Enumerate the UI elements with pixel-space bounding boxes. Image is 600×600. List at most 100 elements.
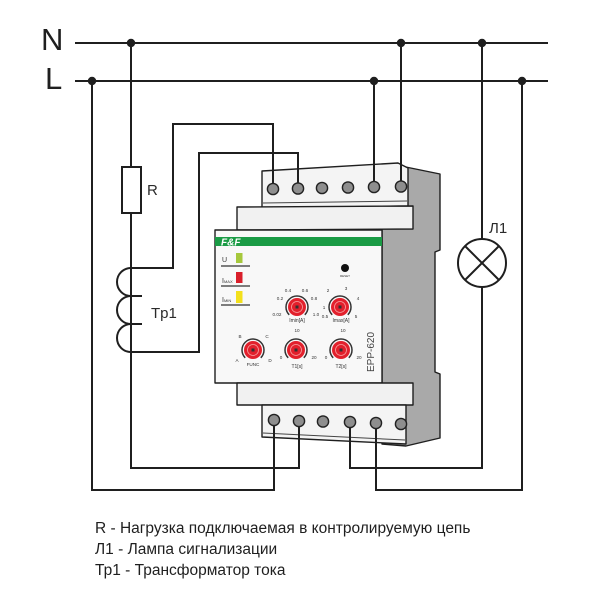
dial-func [241, 338, 265, 359]
junction-dot [126, 38, 136, 48]
imin-scale-4: 0.8 [311, 296, 318, 301]
legend-item-resistor: R - Нагрузка подключаемая в контролируем… [95, 520, 470, 537]
junction-dot [396, 38, 406, 48]
reset-button [341, 264, 349, 272]
led-imin [236, 291, 243, 303]
imin-scale-3: 0.6 [302, 288, 309, 293]
junction-dot [517, 76, 527, 86]
t1-scale-mid: 10 [294, 328, 300, 333]
indicator-imax-letter: I [222, 278, 224, 285]
terminal-screw [343, 415, 357, 429]
model-label: EPP-620 [366, 332, 377, 372]
indicator-imin-label: IMIN [222, 297, 231, 304]
t2-scale-mid: 10 [340, 328, 346, 333]
wire-l-to-bottom-terminal-5 [375, 81, 523, 491]
top-block-lip [262, 200, 408, 204]
bottom-terminal-block [261, 404, 407, 445]
lower-band [236, 382, 414, 406]
indicator-imax-sub: MAX [224, 279, 233, 284]
current-transformer-coil [116, 267, 132, 353]
led-u [236, 253, 243, 263]
dial-scale-arc [285, 295, 309, 316]
reset-label: RESET [340, 274, 350, 278]
imin-scale-1: 0.2 [277, 296, 284, 301]
indicator-imin-letter: I [222, 297, 224, 304]
func-scale-b: B [238, 334, 241, 339]
t2-label: T2[s] [335, 364, 347, 370]
lamp-label: Л1 [489, 220, 507, 237]
t1-scale-max: 20 [311, 355, 317, 360]
func-scale-d: D [268, 358, 272, 363]
resistor-symbol [121, 166, 142, 214]
dial-t2 [329, 338, 353, 359]
dial-pointer [339, 348, 343, 352]
legend-item-lamp: Л1 - Лампа сигнализации [95, 541, 277, 558]
indicator-imax-label: IMAX [222, 278, 233, 285]
imax-scale-2: 2 [327, 288, 330, 293]
imax-label: Imax[A] [333, 318, 351, 324]
imax-scale-3: 3 [345, 286, 348, 291]
t1-scale-min: 0 [280, 355, 283, 360]
bottom-block-lip [262, 432, 406, 441]
brand-logo: F&F [221, 238, 241, 249]
junction-dot [477, 38, 487, 48]
t2-scale-max: 20 [356, 355, 362, 360]
func-scale-a: A [235, 358, 239, 363]
func-label: FUNC [247, 362, 260, 367]
resistor-label: R [147, 182, 158, 199]
legend-item-transformer: Тр1 - Трансформатор тока [95, 562, 286, 579]
t1-label: T1[s] [291, 364, 303, 370]
terminal-screw [341, 181, 355, 194]
imin-scale-5: 1.0 [313, 312, 320, 317]
terminal-screw [394, 180, 408, 193]
dial-knob-ring [291, 301, 303, 313]
terminal-screw [315, 181, 329, 195]
indicator-imin-sub: MIN [224, 298, 231, 303]
legend: R - Нагрузка подключаемая в контролируем… [95, 520, 470, 579]
wire-ct-to-top-terminal-1 [131, 123, 274, 269]
indicator-imin: IMIN [221, 291, 250, 306]
indicator-u-label: U [222, 257, 227, 264]
dial-scale-arc [329, 338, 353, 359]
lamp-cross [464, 245, 500, 281]
terminal-screw [394, 417, 408, 431]
wire-n-load-to-bottom-terminal-2 [130, 43, 300, 469]
dial-knob-ring [247, 344, 259, 356]
terminal-screw [367, 180, 381, 194]
terminal-screw [316, 415, 330, 428]
wire-ct-to-top-terminal-2 [131, 152, 299, 353]
imin-scale-2: 0.4 [285, 288, 292, 293]
dial-pointer [295, 305, 299, 309]
led-imax [236, 272, 243, 283]
bottom-terminals [267, 413, 408, 431]
terminal-screw [266, 182, 280, 196]
relay-device: F&F U IMAX IMIN RESET 0.02 [214, 162, 441, 447]
indicator-imax: IMAX [221, 272, 250, 287]
signal-lamp [457, 238, 507, 288]
func-scale-c: C [265, 334, 269, 339]
dial-scale-arc [241, 338, 265, 359]
terminal-screw [292, 414, 306, 428]
dial-imin [285, 295, 309, 316]
dial-pointer [338, 305, 342, 309]
dial-knob-ring [335, 344, 347, 356]
upper-band [236, 205, 414, 231]
imax-scale-5: 5 [355, 314, 358, 319]
junction-dot [87, 76, 97, 86]
indicator-u: U [221, 253, 250, 267]
junction-dot [369, 76, 379, 86]
neutral-label: N [41, 22, 63, 57]
imax-scale-0: 0.5 [322, 314, 329, 319]
dial-pointer [251, 348, 255, 352]
t2-scale-min: 0 [325, 355, 328, 360]
terminal-screw [369, 416, 383, 430]
dial-scale-arc [328, 295, 352, 316]
imin-label: Imin[A] [289, 318, 305, 324]
imax-scale-1: 1 [323, 305, 326, 310]
transformer-label: Tp1 [151, 305, 177, 322]
imin-scale-0: 0.02 [273, 312, 282, 317]
dial-scale-arc [284, 338, 308, 359]
top-terminals [266, 180, 408, 196]
dial-imax [328, 295, 352, 316]
